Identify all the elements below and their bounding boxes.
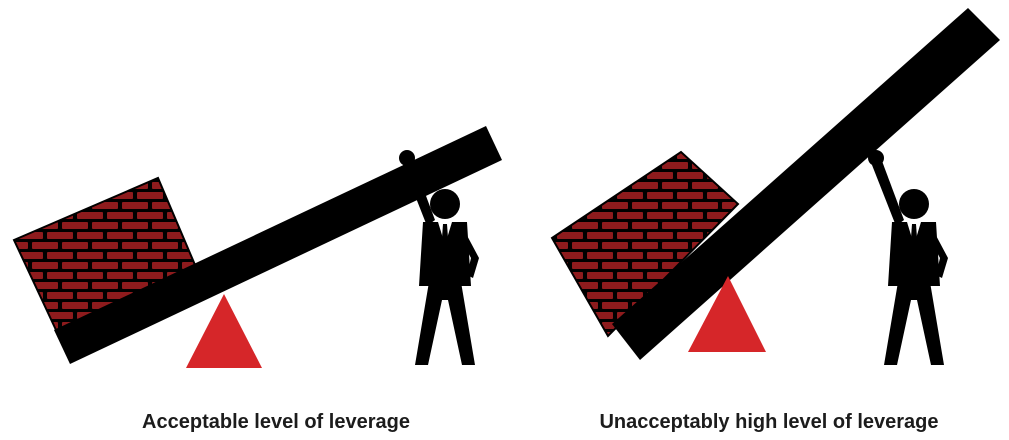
fulcrum-triangle: [186, 294, 262, 368]
businessman-icon: [868, 150, 948, 365]
caption-acceptable: Acceptable level of leverage: [142, 411, 410, 434]
caption-unacceptable: Unacceptably high level of leverage: [599, 411, 938, 434]
panel-acceptable: [14, 126, 502, 368]
panel-unacceptable: [552, 8, 1000, 365]
